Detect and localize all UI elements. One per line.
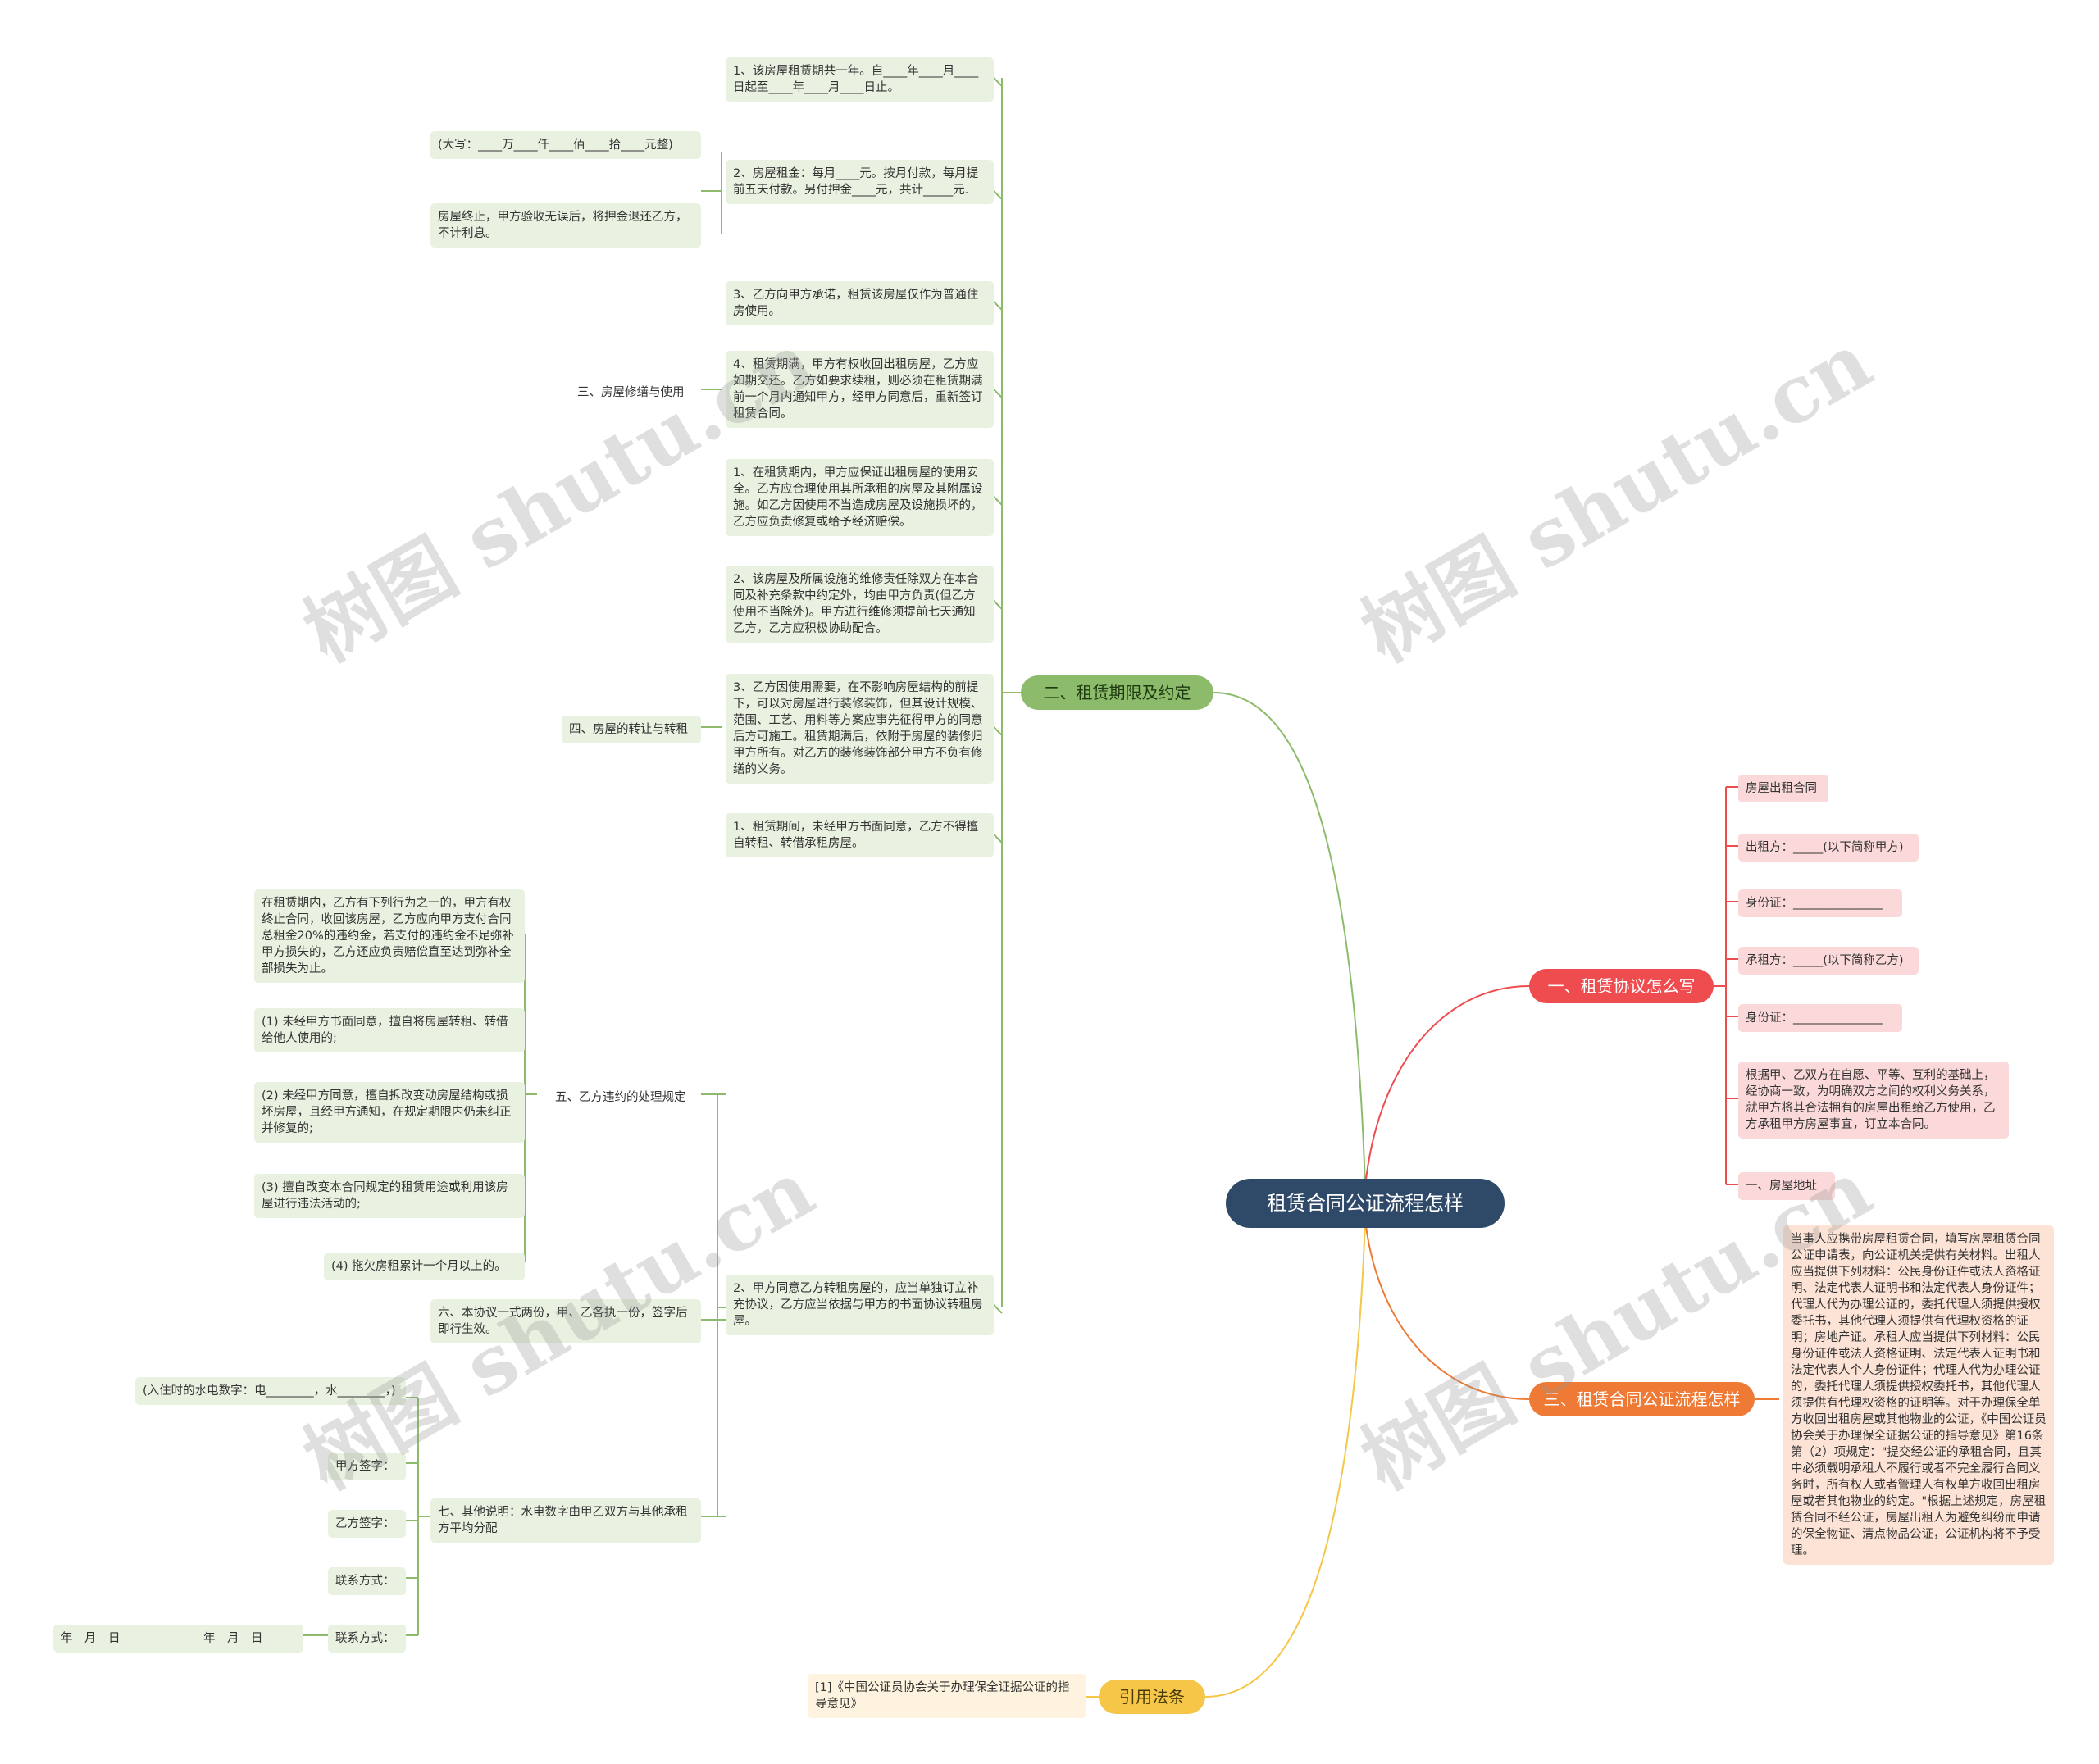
lessor-line[interactable]: 出租方：_____(以下简称甲方) bbox=[1738, 834, 1919, 862]
party-a-signature[interactable]: 甲方签字： bbox=[328, 1453, 406, 1480]
deposit-refund[interactable]: 房屋终止，甲方验收无误后，将押金退还乙方，不计利息。 bbox=[430, 203, 701, 248]
party-b-signature[interactable]: 乙方签字： bbox=[328, 1510, 406, 1538]
term-clause-3[interactable]: 3、乙方向甲方承诺，租赁该房屋仅作为普通住房使用。 bbox=[726, 281, 994, 325]
branch-lease-term[interactable]: 二、租赁期限及约定 bbox=[1021, 675, 1213, 710]
transfer-clause-1[interactable]: 1、租赁期间，未经甲方书面同意，乙方不得擅自转租、转借承租房屋。 bbox=[726, 813, 994, 857]
edge-root-b3 bbox=[1364, 1219, 1530, 1400]
section-6-copies[interactable]: 六、本协议一式两份，甲、乙各执一份，签字后即行生效。 bbox=[430, 1299, 701, 1343]
contract-preamble[interactable]: 根据甲、乙双方在自愿、平等、互利的基础上，经协商一致，为明确双方之间的权利义务关… bbox=[1738, 1062, 2009, 1139]
property-address[interactable]: 一、房屋地址 bbox=[1738, 1172, 1835, 1200]
contact-info-1[interactable]: 联系方式： bbox=[328, 1567, 406, 1595]
term-clause-1[interactable]: 1、该房屋租赁期共一年。自____年____月____日起至____年____月… bbox=[726, 57, 994, 102]
notary-process-detail[interactable]: 当事人应携带房屋租赁合同，填写房屋租赁合同公证申请表，向公证机关提供有关材料。出… bbox=[1783, 1225, 2054, 1565]
edge-root-b4 bbox=[1204, 1219, 1366, 1698]
section-3-repair-use[interactable]: 三、房屋修缮与使用 bbox=[577, 386, 685, 399]
section-5-breach[interactable]: 五、乙方违约的处理规定 bbox=[555, 1091, 686, 1104]
signature-dates[interactable]: 年 月 日 年 月 日 bbox=[53, 1625, 303, 1653]
violation-intro[interactable]: 在租赁期内，乙方有下列行为之一的，甲方有权终止合同，收回该房屋，乙方应向甲方支付… bbox=[254, 889, 525, 983]
violation-3[interactable]: (3) 擅自改变本合同规定的租赁用途或利用该房屋进行违法活动的; bbox=[254, 1174, 525, 1218]
root-topic[interactable]: 租赁合同公证流程怎样 bbox=[1226, 1179, 1505, 1228]
repair-clause-2[interactable]: 2、该房屋及所属设施的维修责任除双方在本合同及补充条款中约定外，均由甲方负责(但… bbox=[726, 566, 994, 643]
edge-root-b1 bbox=[1364, 985, 1530, 1188]
section-4-transfer[interactable]: 四、房屋的转让与转租 bbox=[562, 716, 701, 743]
section-7-other[interactable]: 七、其他说明：水电数字由甲乙双方与其他承租方平均分配 bbox=[430, 1498, 701, 1543]
repair-clause-3[interactable]: 3、乙方因使用需要，在不影响房屋结构的前提下，可以对房屋进行装修装饰，但其设计规… bbox=[726, 674, 994, 784]
violation-4[interactable]: (4) 拖欠房租累计一个月以上的。 bbox=[324, 1253, 525, 1280]
rent-amount-uppercase[interactable]: (大写：____万____仟____佰____拾____元整) bbox=[430, 131, 701, 159]
violation-1[interactable]: (1) 未经甲方书面同意，擅自将房屋转租、转借给他人使用的; bbox=[254, 1008, 525, 1052]
lessee-id-line[interactable]: 身份证：_______________ bbox=[1738, 1004, 1902, 1032]
repair-clause-1[interactable]: 1、在租赁期内，甲方应保证出租房屋的使用安全。乙方应合理使用其所承租的房屋及其附… bbox=[726, 459, 994, 536]
term-clause-2[interactable]: 2、房屋租金：每月____元。按月付款，每月提前五天付款。另付押金____元，共… bbox=[726, 160, 994, 204]
branch-notary-process[interactable]: 三、租赁合同公证流程怎样 bbox=[1529, 1382, 1755, 1416]
citation-guidance[interactable]: [1]《中国公证员协会关于办理保全证据公证的指导意见》 bbox=[808, 1674, 1086, 1718]
lease-contract-title[interactable]: 房屋出租合同 bbox=[1738, 775, 1828, 802]
utility-readings[interactable]: (入住时的水电数字：电________，水________，) bbox=[135, 1377, 406, 1405]
transfer-clause-2[interactable]: 2、甲方同意乙方转租房屋的，应当单独订立补充协议，乙方应当依据与甲方的书面协议转… bbox=[726, 1275, 994, 1335]
edge-root-b2 bbox=[1213, 692, 1366, 1188]
term-clause-4[interactable]: 4、租赁期满，甲方有权收回出租房屋，乙方应如期交还。乙方如要求续租，则必须在租赁… bbox=[726, 351, 994, 428]
lessee-line[interactable]: 承租方：_____(以下简称乙方) bbox=[1738, 947, 1919, 975]
branch-how-to-write[interactable]: 一、租赁协议怎么写 bbox=[1529, 969, 1714, 1003]
lessor-id-line[interactable]: 身份证：_______________ bbox=[1738, 889, 1902, 917]
contact-info-2[interactable]: 联系方式： bbox=[328, 1625, 406, 1653]
violation-2[interactable]: (2) 未经甲方同意，擅自拆改变动房屋结构或损坏房屋，且经甲方通知，在规定期限内… bbox=[254, 1082, 525, 1143]
branch-citations[interactable]: 引用法条 bbox=[1099, 1680, 1205, 1714]
